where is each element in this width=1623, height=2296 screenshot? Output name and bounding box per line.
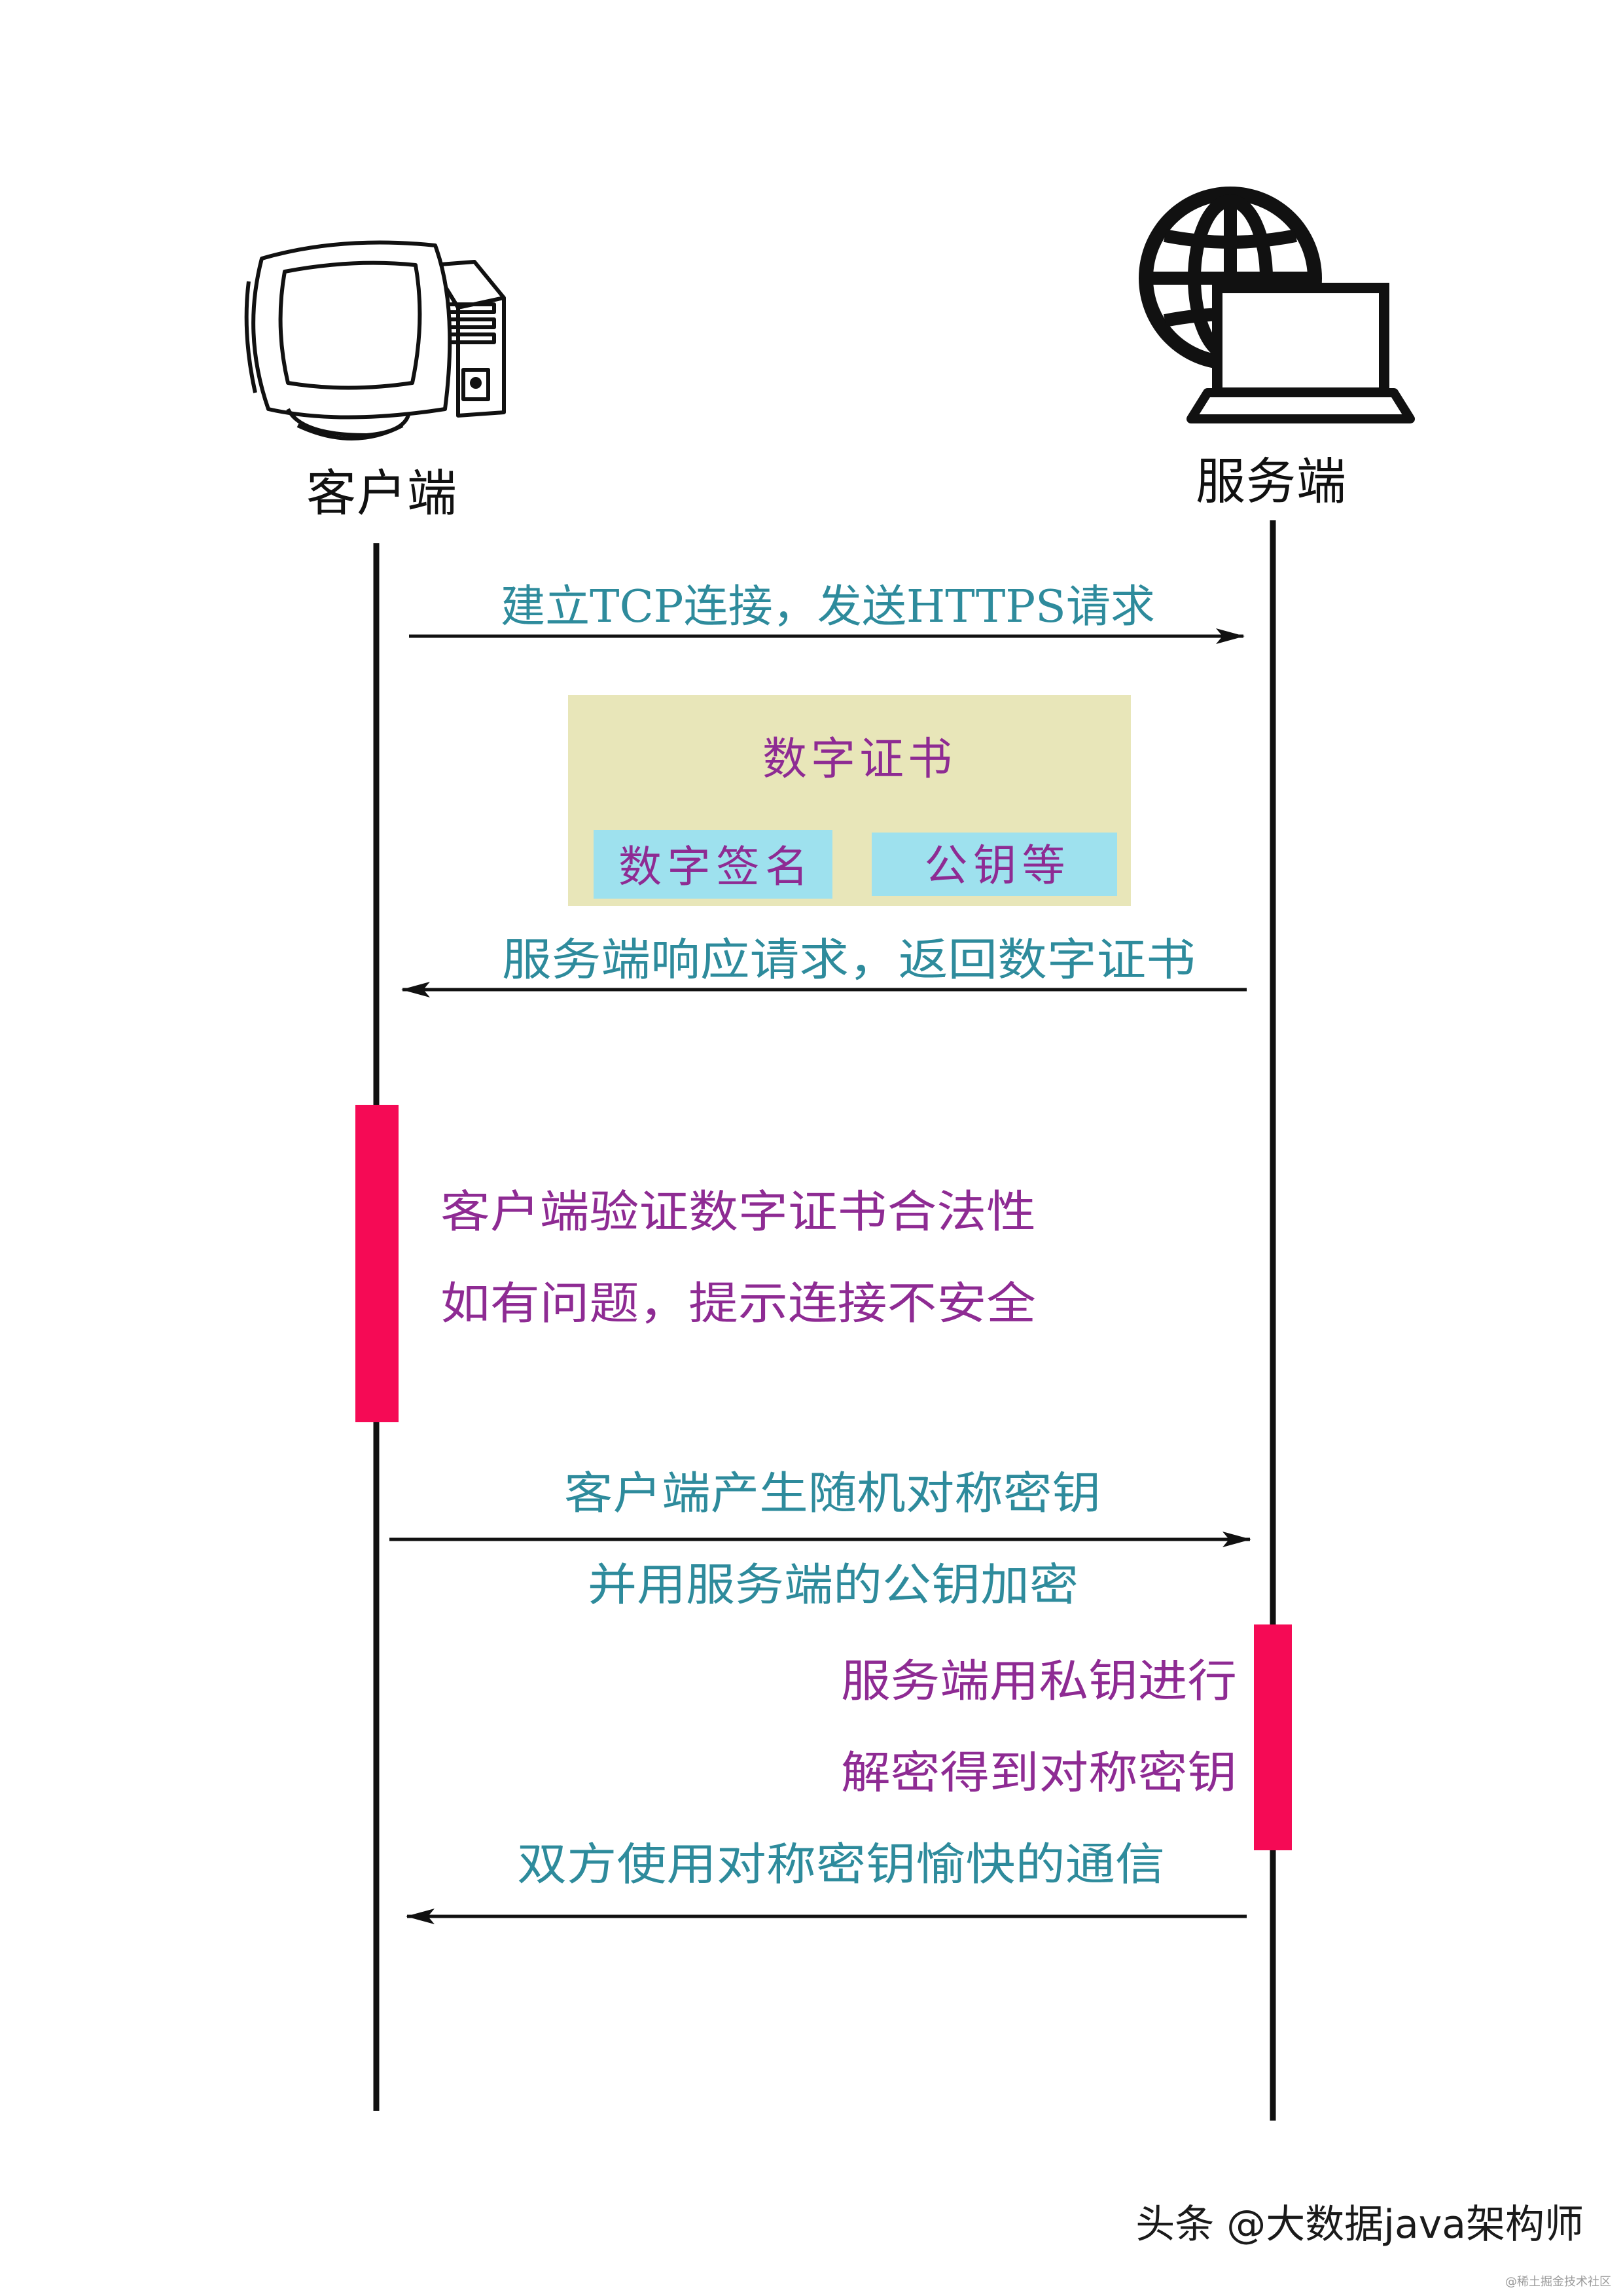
message-step1-label: 建立TCP连接，发送HTTPS请求	[501, 581, 1155, 633]
message-step4-line1: 客户端产生随机对称密钥	[564, 1468, 1101, 1520]
public-key-chip	[872, 833, 1117, 896]
message-step4-line2: 并用服务端的公钥加密	[588, 1560, 1079, 1611]
client-activation-bar	[355, 1105, 399, 1422]
certificate-box: 数字证书 数字签名 公钥等	[568, 695, 1131, 906]
watermark-small-text: @稀土掘金技术社区	[1505, 2275, 1611, 2289]
message-step2-label: 服务端响应请求，返回数字证书	[502, 935, 1196, 986]
server-activation-bar	[1254, 1624, 1292, 1850]
server-activation-line2: 解密得到对称密钥	[841, 1748, 1237, 1799]
desktop-computer-icon	[244, 240, 506, 440]
client-activation-line2: 如有问题，提示连接不安全	[440, 1278, 1036, 1330]
client-label: 客户端	[306, 464, 457, 522]
watermark-text: 头条 @大数据java架构师	[1135, 2202, 1584, 2248]
signature-chip	[594, 830, 832, 899]
client-activation-line1: 客户端验证数字证书合法性	[440, 1187, 1036, 1238]
server-label: 服务端	[1196, 452, 1346, 511]
globe-laptop-icon	[1139, 187, 1415, 423]
public-key-label: 公钥等	[925, 840, 1065, 891]
message-step6-label: 双方使用对称密钥愉快的通信	[517, 1839, 1165, 1891]
server-activation-line1: 服务端用私钥进行	[841, 1656, 1237, 1708]
